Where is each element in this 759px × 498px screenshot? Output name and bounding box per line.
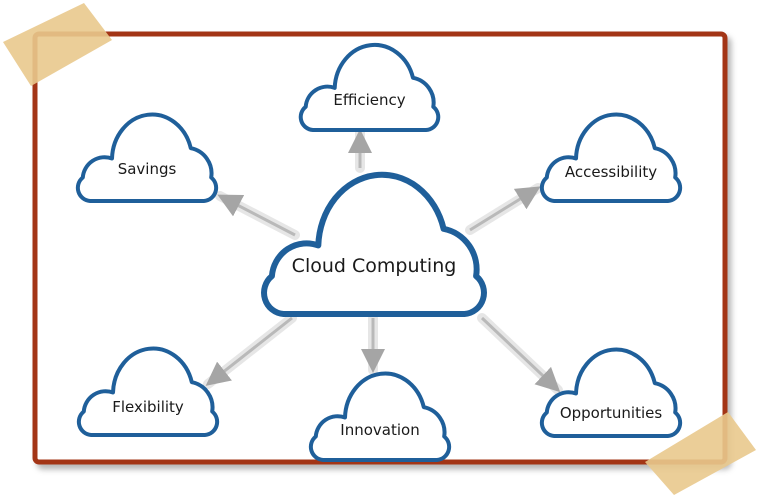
cloud-shape-flexibility <box>76 346 220 437</box>
cloud-shape-center <box>261 171 487 317</box>
cloud-innovation: Innovation <box>308 371 452 462</box>
cloud-label-innovation: Innovation <box>340 421 419 439</box>
arrow-to-savings <box>217 194 296 237</box>
cloud-label-efficiency: Efficiency <box>333 91 405 109</box>
cloud-shape-opportunities <box>539 347 683 438</box>
cloud-accessibility: Accessibility <box>539 112 683 203</box>
tape-top-left <box>3 3 112 86</box>
cloud-label-savings: Savings <box>118 160 177 178</box>
cloud-shape-accessibility <box>539 112 683 203</box>
cloud-label-center: Cloud Computing <box>292 255 457 277</box>
cloud-label-accessibility: Accessibility <box>565 163 657 181</box>
cloud-opportunities: Opportunities <box>539 347 683 438</box>
cloud-savings: Savings <box>75 112 219 203</box>
cloud-label-opportunities: Opportunities <box>560 404 663 422</box>
cloud-shape-savings <box>75 112 219 203</box>
cloud-shape-efficiency <box>298 43 441 132</box>
cloud-flexibility: Flexibility <box>76 346 220 437</box>
tape-bottom-right <box>645 412 756 495</box>
arrows-group <box>203 127 563 395</box>
cloud-label-flexibility: Flexibility <box>112 398 184 416</box>
cloud-efficiency: Efficiency <box>298 43 441 132</box>
cloud-center: Cloud Computing <box>261 171 487 317</box>
cloud-shape-innovation <box>308 371 452 462</box>
arrow-to-opportunities <box>480 316 561 393</box>
arrow-to-accessibility <box>469 186 541 232</box>
arrow-to-flexibility <box>205 316 293 386</box>
